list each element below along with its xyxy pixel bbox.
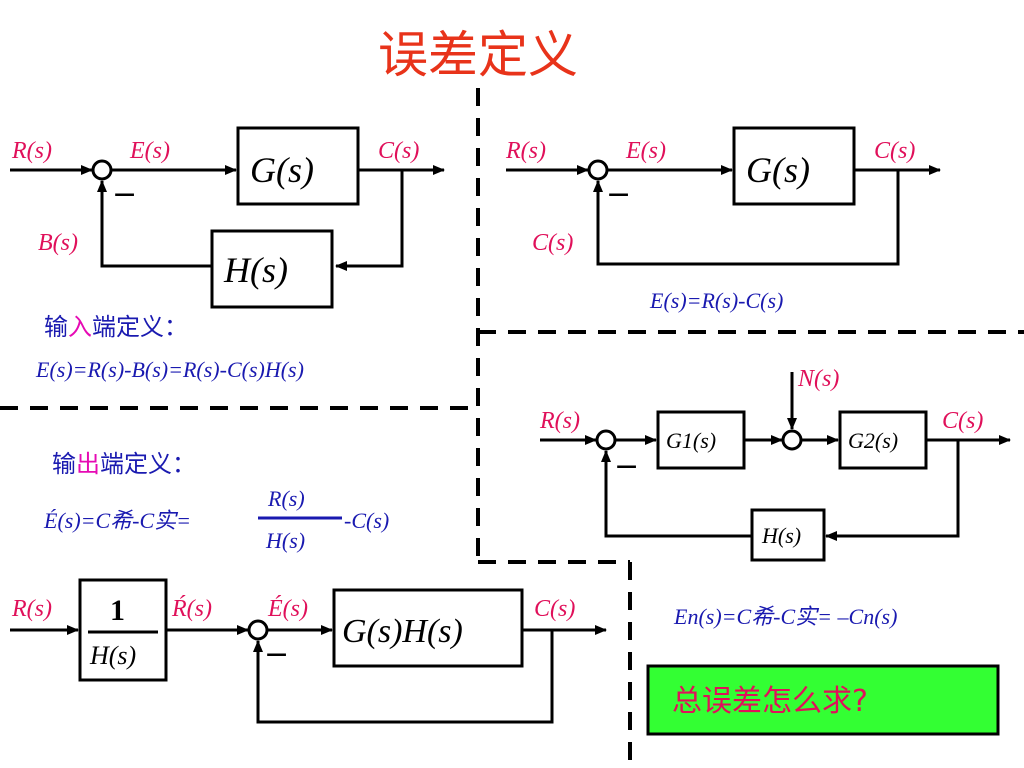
signal-r: R(s) (505, 138, 546, 164)
block-g1-label: G1(s) (666, 428, 716, 453)
block-g-label: G(s) (250, 150, 314, 190)
block-g2-label: G2(s) (848, 428, 898, 453)
minus-sign: − (614, 449, 639, 484)
output-definition-rhs: -C(s) (344, 508, 389, 533)
signal-c: C(s) (942, 408, 983, 434)
block-h-label: H(s) (761, 523, 801, 548)
block-h-label: H(s) (223, 250, 288, 290)
diagram-equivalent-unity: 1 H(s) R(s) Ŕ(s) É(s) C(s) G(s)H(s) − (10, 578, 607, 724)
fraction-denominator: H(s) (265, 528, 305, 553)
question-callout: 总误差怎么求? (646, 664, 1000, 736)
summing-junction (595, 429, 617, 451)
prefilter-denominator: H(s) (89, 641, 136, 670)
diagram-unity-feedback: R(s) E(s) C(s) C(s) G(s) − E(s)=R(s)-C(s… (505, 126, 941, 313)
minus-sign: − (112, 177, 137, 212)
signal-c-feedback: C(s) (532, 230, 573, 256)
signal-r: R(s) (11, 138, 52, 164)
output-definition: 输出端定义： É(s)=C希-C实= R(s) H(s) -C(s) (43, 450, 389, 553)
input-definition-label: 输入端定义： (44, 313, 188, 341)
block-h (750, 508, 826, 562)
block-g-label: G(s) (746, 150, 810, 190)
block-g1 (656, 410, 746, 470)
block-g (732, 126, 856, 206)
block-gh-label: G(s)H(s) (342, 613, 463, 650)
signal-e: E(s) (625, 138, 666, 164)
question-text: 总误差怎么求? (672, 684, 868, 719)
signal-c: C(s) (378, 138, 419, 164)
diagram-disturbance: R(s) N(s) C(s) G1(s) G2(s) H(s) − (539, 366, 1011, 562)
signal-r: R(s) (539, 408, 580, 434)
block-h (210, 229, 334, 309)
disturbance-junction (781, 429, 803, 451)
signal-r: R(s) (11, 596, 52, 622)
signal-b: B(s) (38, 230, 78, 256)
input-definition-equation: E(s)=R(s)-B(s)=R(s)-C(s)H(s) (35, 357, 304, 382)
signal-c: C(s) (534, 596, 575, 622)
summing-junction (91, 159, 113, 181)
disturbance-error-equation: En(s)=C希-C实= –Cn(s) (673, 604, 897, 629)
signal-r-prime: Ŕ(s) (171, 596, 212, 622)
minus-sign: − (264, 637, 289, 672)
section-dividers (0, 88, 1024, 768)
signal-e-prime: É(s) (267, 596, 308, 622)
input-definition: 输入端定义： E(s)=R(s)-B(s)=R(s)-C(s)H(s) (35, 313, 304, 382)
block-gh (332, 588, 524, 668)
summing-junction (587, 159, 609, 181)
question-box (646, 664, 1000, 736)
minus-sign: − (606, 177, 631, 212)
signal-e: E(s) (129, 138, 170, 164)
output-definition-lhs: É(s)=C希-C实= (43, 508, 191, 533)
block-g (236, 126, 360, 206)
signal-c: C(s) (874, 138, 915, 164)
output-definition-label: 输出端定义： (52, 450, 196, 478)
fraction-numerator: R(s) (267, 486, 305, 511)
prefilter-numerator: 1 (110, 594, 125, 627)
signal-n: N(s) (797, 366, 839, 392)
block-prefilter (78, 578, 168, 682)
unity-error-equation: E(s)=R(s)-C(s) (649, 288, 783, 313)
diagram-unity-general-feedback: R(s) E(s) C(s) B(s) G(s) H(s) − (10, 126, 445, 309)
slide-title: 误差定义 (378, 26, 578, 84)
